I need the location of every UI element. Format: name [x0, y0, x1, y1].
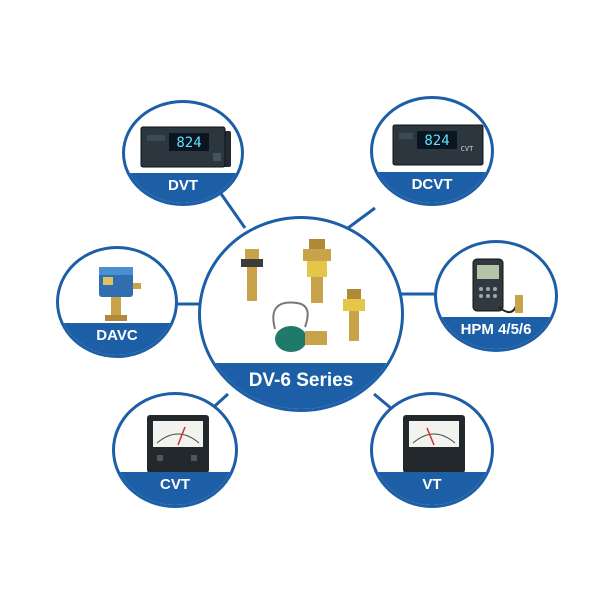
node-hpm[interactable]: HPM 4/5/6	[434, 240, 558, 352]
connector-dcvt	[347, 206, 376, 230]
valve-controller-icon	[99, 267, 141, 321]
display-readout: 824	[424, 133, 449, 149]
display-tag: CVT	[461, 145, 474, 153]
display-readout: 824	[176, 135, 201, 151]
node-label: DVT	[125, 173, 241, 203]
node-vt[interactable]: VT	[370, 392, 494, 508]
node-cvt[interactable]: CVT	[112, 392, 238, 508]
digital-panel-meter-icon: 824	[140, 126, 231, 168]
node-label: VT	[373, 472, 491, 505]
node-davc[interactable]: DAVC	[56, 246, 178, 358]
analog-panel-meter-icon	[147, 415, 209, 473]
analog-panel-meter-icon	[403, 415, 465, 473]
digital-panel-meter-icon: 824 CVT	[392, 124, 484, 166]
center-hub[interactable]: DV-6 Series	[198, 216, 404, 412]
node-label: CVT	[115, 472, 235, 505]
vacuum-sensor-group-icon	[241, 239, 365, 352]
node-dvt[interactable]: 824 DVT	[122, 100, 244, 206]
center-label: DV-6 Series	[201, 363, 401, 409]
node-label: HPM 4/5/6	[437, 317, 555, 349]
node-dcvt[interactable]: 824 CVT DCVT	[370, 96, 494, 206]
node-label: DCVT	[373, 171, 491, 203]
node-label: DAVC	[59, 323, 175, 355]
handheld-meter-icon	[472, 258, 523, 314]
